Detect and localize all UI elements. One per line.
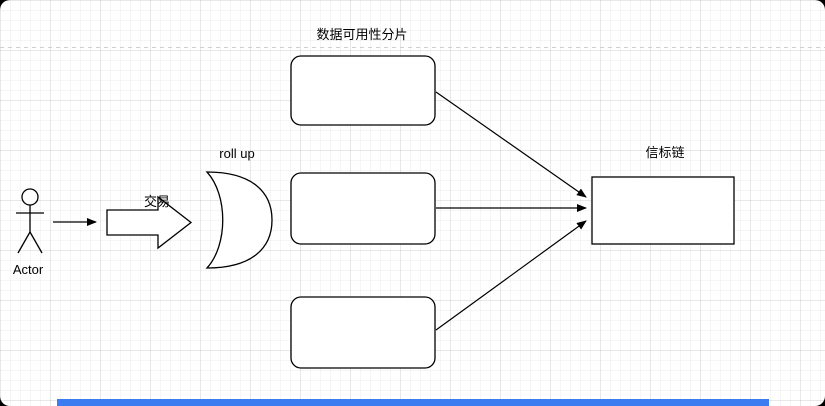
beacon-chain-node[interactable]: 信标链 bbox=[591, 145, 735, 245]
beacon-box[interactable] bbox=[591, 176, 735, 245]
rollup-label: roll up bbox=[219, 146, 254, 161]
actor-shape[interactable]: Actor bbox=[13, 188, 44, 277]
actor-label: Actor bbox=[13, 262, 44, 277]
rollup-shape[interactable]: roll up bbox=[205, 146, 273, 269]
transaction-label: 交易 bbox=[144, 194, 170, 209]
transaction-block-arrow[interactable]: 交易 bbox=[106, 194, 193, 250]
edge-shard3-to-beacon[interactable] bbox=[435, 220, 587, 331]
beacon-label: 信标链 bbox=[645, 145, 684, 160]
shard-box-3[interactable] bbox=[290, 296, 436, 369]
shards-title: 数据可用性分片 bbox=[316, 27, 407, 42]
edge-shard1-to-beacon[interactable] bbox=[435, 91, 587, 198]
shard-box-2[interactable] bbox=[290, 172, 436, 245]
bottom-accent-bar bbox=[57, 399, 769, 406]
shard-box-1[interactable] bbox=[290, 55, 436, 126]
